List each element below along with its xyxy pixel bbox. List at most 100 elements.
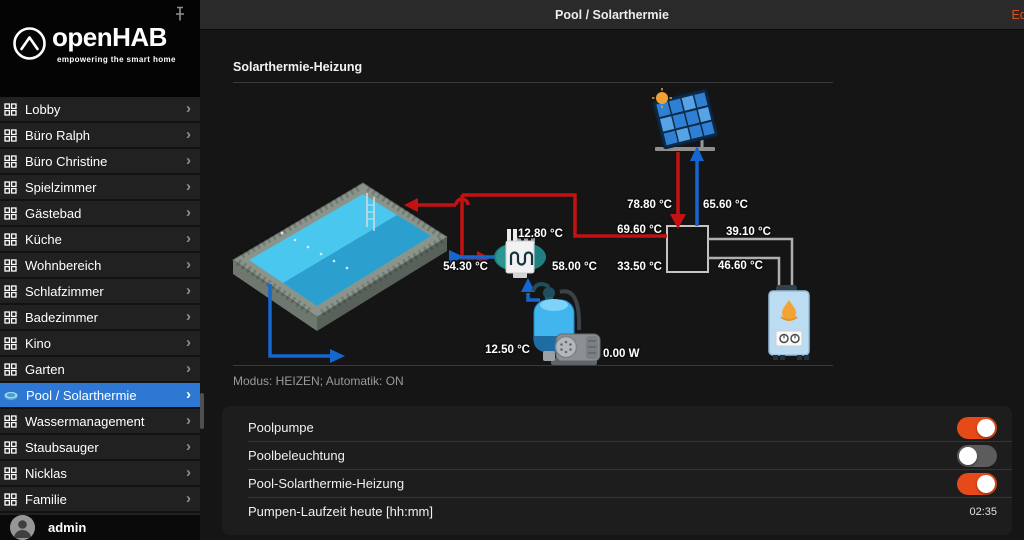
sidebar-item-wohnbereich[interactable]: Wohnbereich › — [0, 253, 200, 277]
grid-icon — [4, 310, 17, 324]
control-label: Pumpen-Laufzeit heute [hh:mm] — [248, 504, 433, 519]
chevron-right-icon: › — [186, 437, 191, 455]
main-content: 78.80 °C 65.60 °C 69.60 °C 39.10 °C 46.6… — [200, 30, 1024, 540]
mixer-valve-box — [666, 225, 709, 273]
sidebar-item-nicklas[interactable]: Nicklas › — [0, 461, 200, 485]
sun-icon — [652, 88, 672, 108]
sidebar-item-label: Garten — [25, 361, 65, 377]
grid-icon — [4, 466, 17, 480]
sidebar-item-label: Nicklas — [25, 465, 67, 481]
chevron-right-icon: › — [186, 151, 191, 169]
solar-heating-diagram: 78.80 °C 65.60 °C 69.60 °C 39.10 °C 46.6… — [232, 88, 810, 365]
sidebar-item-label: Küche — [25, 231, 62, 247]
chevron-right-icon: › — [186, 99, 191, 117]
grid-icon — [4, 284, 17, 298]
grid-icon — [4, 128, 17, 142]
status-divider — [233, 365, 833, 366]
grid-icon — [4, 232, 17, 246]
top-bar: Pool / Solarthermie Edit — [200, 0, 1024, 30]
chevron-right-icon: › — [186, 177, 191, 195]
sidebar-item-label: Wohnbereich — [25, 257, 102, 273]
temp-solar-flow: 78.80 °C — [627, 199, 672, 211]
filter-pump-icon — [531, 282, 601, 365]
temp-mixer-cold-in: 33.50 °C — [617, 261, 662, 273]
chevron-right-icon: › — [186, 229, 191, 247]
sidebar-item-label: Spielzimmer — [25, 179, 97, 195]
grid-icon — [4, 180, 17, 194]
grid-icon — [4, 336, 17, 350]
temp-exchanger-out: 58.00 °C — [552, 261, 597, 273]
toggle-poolpumpe[interactable] — [957, 416, 997, 439]
chevron-right-icon: › — [186, 125, 191, 143]
temp-boiler-flow: 39.10 °C — [726, 226, 771, 238]
chevron-right-icon: › — [186, 333, 191, 351]
sidebar-item-buero-ralph[interactable]: Büro Ralph › — [0, 123, 200, 147]
row-separator — [248, 441, 1012, 442]
chevron-right-icon: › — [186, 411, 191, 429]
logo-tagline: empowering the smart home — [57, 55, 176, 64]
chevron-right-icon: › — [186, 203, 191, 221]
sidebar-item-buero-christine[interactable]: Büro Christine › — [0, 149, 200, 173]
grid-icon — [4, 362, 17, 376]
sidebar-item-label: Büro Christine — [25, 153, 108, 169]
pool-illustration — [232, 182, 448, 331]
sidebar-item-spielzimmer[interactable]: Spielzimmer › — [0, 175, 200, 199]
grid-icon — [4, 102, 17, 116]
grid-icon — [4, 258, 17, 272]
control-row-poolpumpe: Poolpumpe — [222, 414, 1012, 441]
row-separator — [248, 497, 1012, 498]
sidebar-item-label: Staubsauger — [25, 439, 99, 455]
pool-ladder-icon — [366, 193, 375, 231]
sidebar-item-label: Kino — [25, 335, 52, 351]
grid-icon — [4, 440, 17, 454]
section-divider — [233, 82, 833, 83]
sidebar-item-kueche[interactable]: Küche › — [0, 227, 200, 251]
sidebar-item-gaestebad[interactable]: Gästebad › — [0, 201, 200, 225]
heat-exchanger-icon — [494, 229, 546, 278]
chevron-right-icon: › — [186, 307, 191, 325]
temp-solar-return: 65.60 °C — [703, 199, 748, 211]
sidebar-item-label: Badezimmer — [25, 309, 98, 325]
control-label: Poolbeleuchtung — [248, 448, 345, 463]
sidebar-item-label: Gästebad — [25, 205, 82, 221]
toggle-knob — [977, 474, 995, 493]
pump-power-value: 0.00 W — [603, 348, 640, 360]
sidebar-item-kino[interactable]: Kino › — [0, 331, 200, 355]
control-row-solarthermie-heizung: Pool-Solarthermie-Heizung — [222, 470, 1012, 497]
diagram-labels: 78.80 °C 65.60 °C 69.60 °C 39.10 °C 46.6… — [442, 198, 773, 362]
user-bar[interactable]: admin — [0, 515, 200, 540]
toggle-knob — [977, 418, 995, 437]
chevron-right-icon: › — [186, 385, 191, 403]
temp-pool-return: 12.50 °C — [485, 344, 530, 356]
sidebar-item-garten[interactable]: Garten › — [0, 357, 200, 381]
control-row-pumpen-laufzeit: Pumpen-Laufzeit heute [hh:mm] 02:35 — [222, 498, 1012, 525]
status-line: Modus: HEIZEN; Automatik: ON — [233, 374, 404, 388]
chevron-right-icon: › — [186, 255, 191, 273]
sidebar-item-schlafzimmer[interactable]: Schlafzimmer › — [0, 279, 200, 303]
grid-icon — [4, 414, 17, 428]
toggle-solarthermie-heizung[interactable] — [957, 472, 997, 495]
control-label: Pool-Solarthermie-Heizung — [248, 476, 405, 491]
chevron-right-icon: › — [186, 359, 191, 377]
sidebar-item-familie[interactable]: Familie› — [0, 487, 200, 511]
temp-boiler-return: 46.60 °C — [718, 260, 763, 272]
grid-icon — [4, 154, 17, 168]
scrollbar-thumb[interactable] — [200, 393, 204, 429]
page-title: Pool / Solarthermie — [555, 7, 669, 22]
temp-pool-flow-in: 54.30 °C — [443, 261, 488, 273]
logo-title: openHAB — [52, 22, 167, 52]
sidebar-item-staubsauger[interactable]: Staubsauger › — [0, 435, 200, 459]
user-name: admin — [48, 520, 87, 535]
sidebar-item-lobby[interactable]: Lobby› — [0, 97, 200, 121]
toggle-poolbeleuchtung[interactable] — [957, 444, 997, 467]
sidebar-item-label: Schlafzimmer — [25, 283, 104, 299]
chevron-right-icon: › — [186, 281, 191, 299]
sidebar-item-wassermanagement[interactable]: Wassermanagement› — [0, 409, 200, 433]
sidebar-item-label: Familie — [25, 491, 67, 507]
sidebar-item-label: Büro Ralph — [25, 127, 91, 143]
sidebar-item-pool-solarthermie[interactable]: Pool / Solarthermie› — [0, 383, 200, 407]
sidebar-item-badezimmer[interactable]: Badezimmer › — [0, 305, 200, 329]
edit-link[interactable]: Edit — [1011, 8, 1024, 22]
chevron-right-icon: › — [186, 463, 191, 481]
pin-icon[interactable] — [173, 6, 187, 22]
